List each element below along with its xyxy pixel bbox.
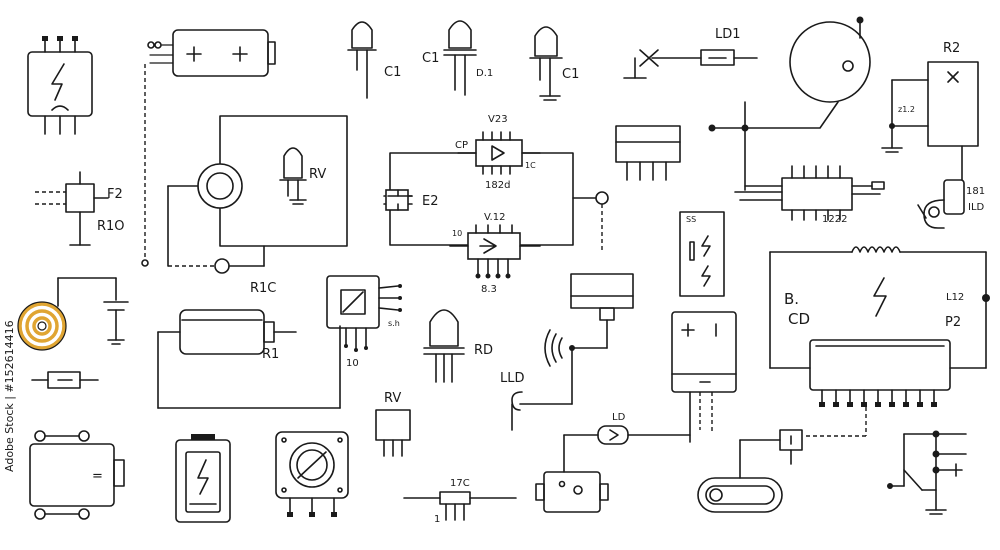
label-c1-b: C1 <box>422 51 439 66</box>
resistor-small <box>31 371 99 389</box>
label-cd: CD <box>788 310 810 328</box>
battery-cell <box>671 311 737 443</box>
motor-housing: = <box>29 430 125 520</box>
stock-watermark-text: Adobe Stock | #152614416 <box>3 320 16 472</box>
chip-rv: RV <box>375 391 411 457</box>
coil-inductor <box>17 277 129 351</box>
label-10-v12: 10 <box>452 229 462 238</box>
label-z12: z1.2 <box>898 105 915 114</box>
ic-1222: 1222 <box>734 165 885 225</box>
lightning-icon <box>51 63 65 101</box>
chip-17c: 17C 1 <box>403 478 517 525</box>
component-f2: F2 R1O <box>35 171 125 246</box>
label-ild: ILD <box>968 202 985 213</box>
label-182d: 182d <box>485 180 510 191</box>
fuse-ld1: LD1 <box>623 27 758 79</box>
label-ld1: LD1 <box>715 27 741 42</box>
motor-box-rv: RV <box>167 115 348 274</box>
led-c1-c: C1 <box>529 26 579 101</box>
antenna-lld: LLD <box>500 273 634 431</box>
label-f2: F2 <box>107 187 123 202</box>
transistor-junction <box>887 430 967 515</box>
label-rv-top: RV <box>309 167 326 182</box>
label-c1-a: C1 <box>384 65 401 80</box>
label-r10: R1O <box>97 219 125 234</box>
label-rd: RD <box>474 343 493 358</box>
module-chip <box>615 125 681 181</box>
ic-lightning-chip <box>27 36 93 135</box>
buzzer-circle <box>708 16 871 191</box>
slide-switch <box>697 429 803 513</box>
label-1c: 1C <box>525 161 536 170</box>
label-r1c: R1C <box>250 281 276 296</box>
led-c1-b: C1 D.1 <box>422 20 493 96</box>
label-v23: V23 <box>488 114 508 125</box>
label-83: 8.3 <box>481 284 497 295</box>
label-l12: L12 <box>946 292 964 303</box>
label-10: 10 <box>346 358 359 369</box>
label-ss: SS <box>686 215 696 224</box>
label-battery-eq: = <box>92 469 103 484</box>
label-cp: CP <box>455 140 468 151</box>
amplifier-network: V23 CP 1C 182d E2 V.12 10 8.3 <box>383 114 609 295</box>
led-rd: RD <box>423 309 493 383</box>
coil-icon <box>851 246 901 253</box>
led-c1-a: C1 <box>347 21 401 99</box>
label-181: 181 <box>966 186 985 197</box>
relay-r2: R2 z1.2 <box>881 41 979 181</box>
label-lld: LLD <box>500 371 525 386</box>
label-e2: E2 <box>422 194 439 209</box>
device-181: 181 ILD <box>917 179 985 229</box>
label-17c: 17C <box>450 478 470 489</box>
label-r1: R1 <box>262 347 279 362</box>
label-r2: R2 <box>943 41 960 56</box>
label-rv-small: RV <box>384 391 401 406</box>
label-d1: D.1 <box>476 68 493 79</box>
label-p2: P2 <box>945 315 961 330</box>
ic-p2: B. CD L12 P2 <box>769 246 990 437</box>
label-b: B. <box>784 290 799 308</box>
ic-sensor: s.h 10 <box>326 275 402 369</box>
label-v12: V.12 <box>484 212 505 223</box>
panel-ss: SS <box>679 211 725 297</box>
label-c1-c: C1 <box>562 67 579 82</box>
potentiometer <box>275 431 349 517</box>
label-sh: s.h <box>388 319 400 328</box>
diode-ld: LD <box>563 412 691 473</box>
motor-small <box>535 471 609 513</box>
label-1222: 1222 <box>822 214 847 225</box>
label-ld: LD <box>612 412 626 423</box>
motor-r1: R1C R1 <box>157 281 341 409</box>
battery-icon <box>175 434 231 523</box>
label-1: 1 <box>434 514 440 525</box>
battery-top <box>141 29 276 267</box>
